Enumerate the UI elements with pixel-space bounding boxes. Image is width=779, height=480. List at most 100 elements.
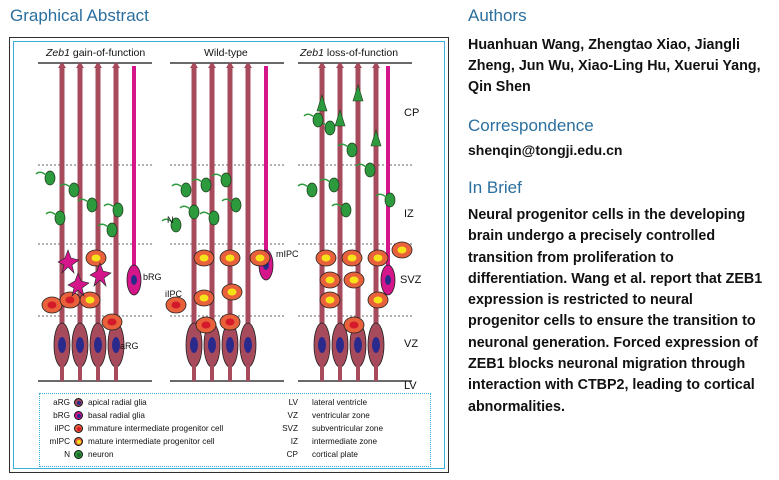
- arg-cell-endfoot: [226, 62, 234, 68]
- ipc-cell-core: [85, 296, 95, 304]
- neuron-cell: [306, 182, 318, 198]
- neuron-cell: [180, 182, 192, 198]
- figure-legend: aRG apical radial glia bRG basal radial …: [39, 393, 431, 467]
- arg-cell-nucleus: [208, 337, 216, 353]
- label-iipc: iIPC: [165, 289, 183, 299]
- label-arg: aRG: [120, 341, 139, 351]
- neuron-cell-dendrite: [303, 113, 315, 118]
- neuron-cell: [346, 142, 358, 158]
- brg-cluster: [89, 262, 112, 287]
- neuron-cell: [86, 197, 98, 213]
- neuron-cell-dendrite: [355, 163, 367, 168]
- neuron-cell-dendrite: [171, 183, 183, 188]
- neuron-cell: [112, 202, 124, 218]
- neuron-cell-dendrite: [221, 198, 233, 203]
- ipc-cell-core: [349, 321, 359, 329]
- neuron-cell: [200, 177, 212, 193]
- label-mipc: mIPC: [276, 249, 299, 259]
- cells-layer: [35, 62, 413, 381]
- brg-cluster: [57, 249, 80, 274]
- correspondence-email[interactable]: shenqin@tongji.edu.cn: [468, 142, 623, 158]
- cp-neuron: [334, 108, 346, 127]
- neuron-cell-dendrite: [191, 178, 203, 183]
- neuron-cell-dendrite: [161, 218, 173, 223]
- arg-cell-endfoot: [336, 62, 344, 68]
- in-brief-heading: In Brief: [468, 178, 522, 197]
- cp-neuron: [352, 83, 364, 102]
- ipc-cell-core: [255, 254, 265, 262]
- neuron-cell: [44, 170, 56, 186]
- neuron-cell: [230, 197, 242, 213]
- figure-labels: Zeb1 gain-of-function Wild-type Zeb1 los…: [45, 47, 422, 392]
- panel-title-loss: Zeb1 loss-of-function: [299, 47, 398, 59]
- mipc-swatch-icon: [74, 437, 83, 446]
- ipc-cell-core: [321, 254, 331, 262]
- neuron-cell: [328, 177, 340, 193]
- arg-cell-nucleus: [354, 337, 362, 353]
- neuron-cell: [54, 210, 66, 226]
- cp-neuron: [316, 93, 328, 112]
- neuron-cell-dendrite: [297, 183, 309, 188]
- cp-neuron: [370, 128, 382, 147]
- zone-label-cp: CP: [404, 107, 419, 119]
- arg-cell-nucleus: [58, 337, 66, 353]
- arg-cell-nucleus: [94, 337, 102, 353]
- neuron-cell: [384, 192, 396, 208]
- neuron-cell-dendrite: [77, 198, 89, 203]
- ipc-cell-core: [373, 296, 383, 304]
- arg-cell-nucleus: [318, 337, 326, 353]
- neuron-cell: [208, 210, 220, 226]
- neuron-cell: [364, 162, 376, 178]
- legend-item-neuron: N neuron: [64, 450, 114, 459]
- label-brg: bRG: [143, 272, 162, 282]
- neuron-cell-dendrite: [97, 223, 109, 228]
- ipc-cell-core: [325, 296, 335, 304]
- ipc-cell-core: [107, 318, 117, 326]
- neuron-cell: [324, 120, 336, 136]
- arg-cell-endfoot: [58, 62, 66, 68]
- arg-cell-nucleus: [244, 337, 252, 353]
- neuron-cell: [106, 222, 118, 238]
- legend-item-mipc: mIPC mature intermediate progenitor cell: [49, 437, 215, 446]
- zone-label-lv: LV: [404, 380, 417, 392]
- ipc-cell-core: [91, 254, 101, 262]
- ipc-cell-core: [225, 318, 235, 326]
- ipc-cell-core: [65, 296, 75, 304]
- ipc-cell-core: [347, 254, 357, 262]
- ipc-cell-core: [225, 254, 235, 262]
- ipc-cell-core: [171, 301, 181, 309]
- legend-item-brg: bRG basal radial glia: [53, 411, 145, 420]
- brg-nucleus: [385, 275, 391, 285]
- arg-cell-endfoot: [94, 62, 102, 68]
- arg-cell-nucleus: [112, 337, 120, 353]
- authors-heading: Authors: [468, 6, 527, 25]
- neuron-cell: [170, 217, 182, 233]
- neuron-cell-dendrite: [45, 211, 57, 216]
- ipc-cell-core: [325, 276, 335, 284]
- legend-item-iipc: iIPC immature intermediate progenitor ce…: [54, 424, 224, 433]
- ipc-cell-core: [227, 288, 237, 296]
- neuron-cell-dendrite: [103, 203, 115, 208]
- ipc-cell-core: [397, 246, 407, 254]
- panel-title-wildtype: Wild-type: [204, 47, 248, 59]
- legend-item-arg: aRG apical radial glia: [53, 398, 147, 407]
- neuron-cell-dendrite: [211, 173, 223, 178]
- arg-cell-endfoot: [244, 62, 252, 68]
- arg-cell-endfoot: [372, 62, 380, 68]
- brg-cluster: [67, 272, 90, 297]
- neuron-cell: [312, 112, 324, 128]
- arg-cell-nucleus: [226, 337, 234, 353]
- neuron-cell-dendrite: [337, 143, 349, 148]
- arg-cell-nucleus: [190, 337, 198, 353]
- neuron-cell-dendrite: [59, 183, 71, 188]
- ipc-cell-core: [199, 294, 209, 302]
- zone-label-iz: IZ: [404, 208, 414, 220]
- neuron-cell-dendrite: [199, 211, 211, 216]
- graphical-abstract-title: Graphical Abstract: [10, 6, 149, 25]
- neuron-swatch-icon: [74, 450, 83, 459]
- ipc-cell-core: [47, 301, 57, 309]
- neuron-cell: [220, 172, 232, 188]
- arg-cell-nucleus: [336, 337, 344, 353]
- neuron-cell: [68, 182, 80, 198]
